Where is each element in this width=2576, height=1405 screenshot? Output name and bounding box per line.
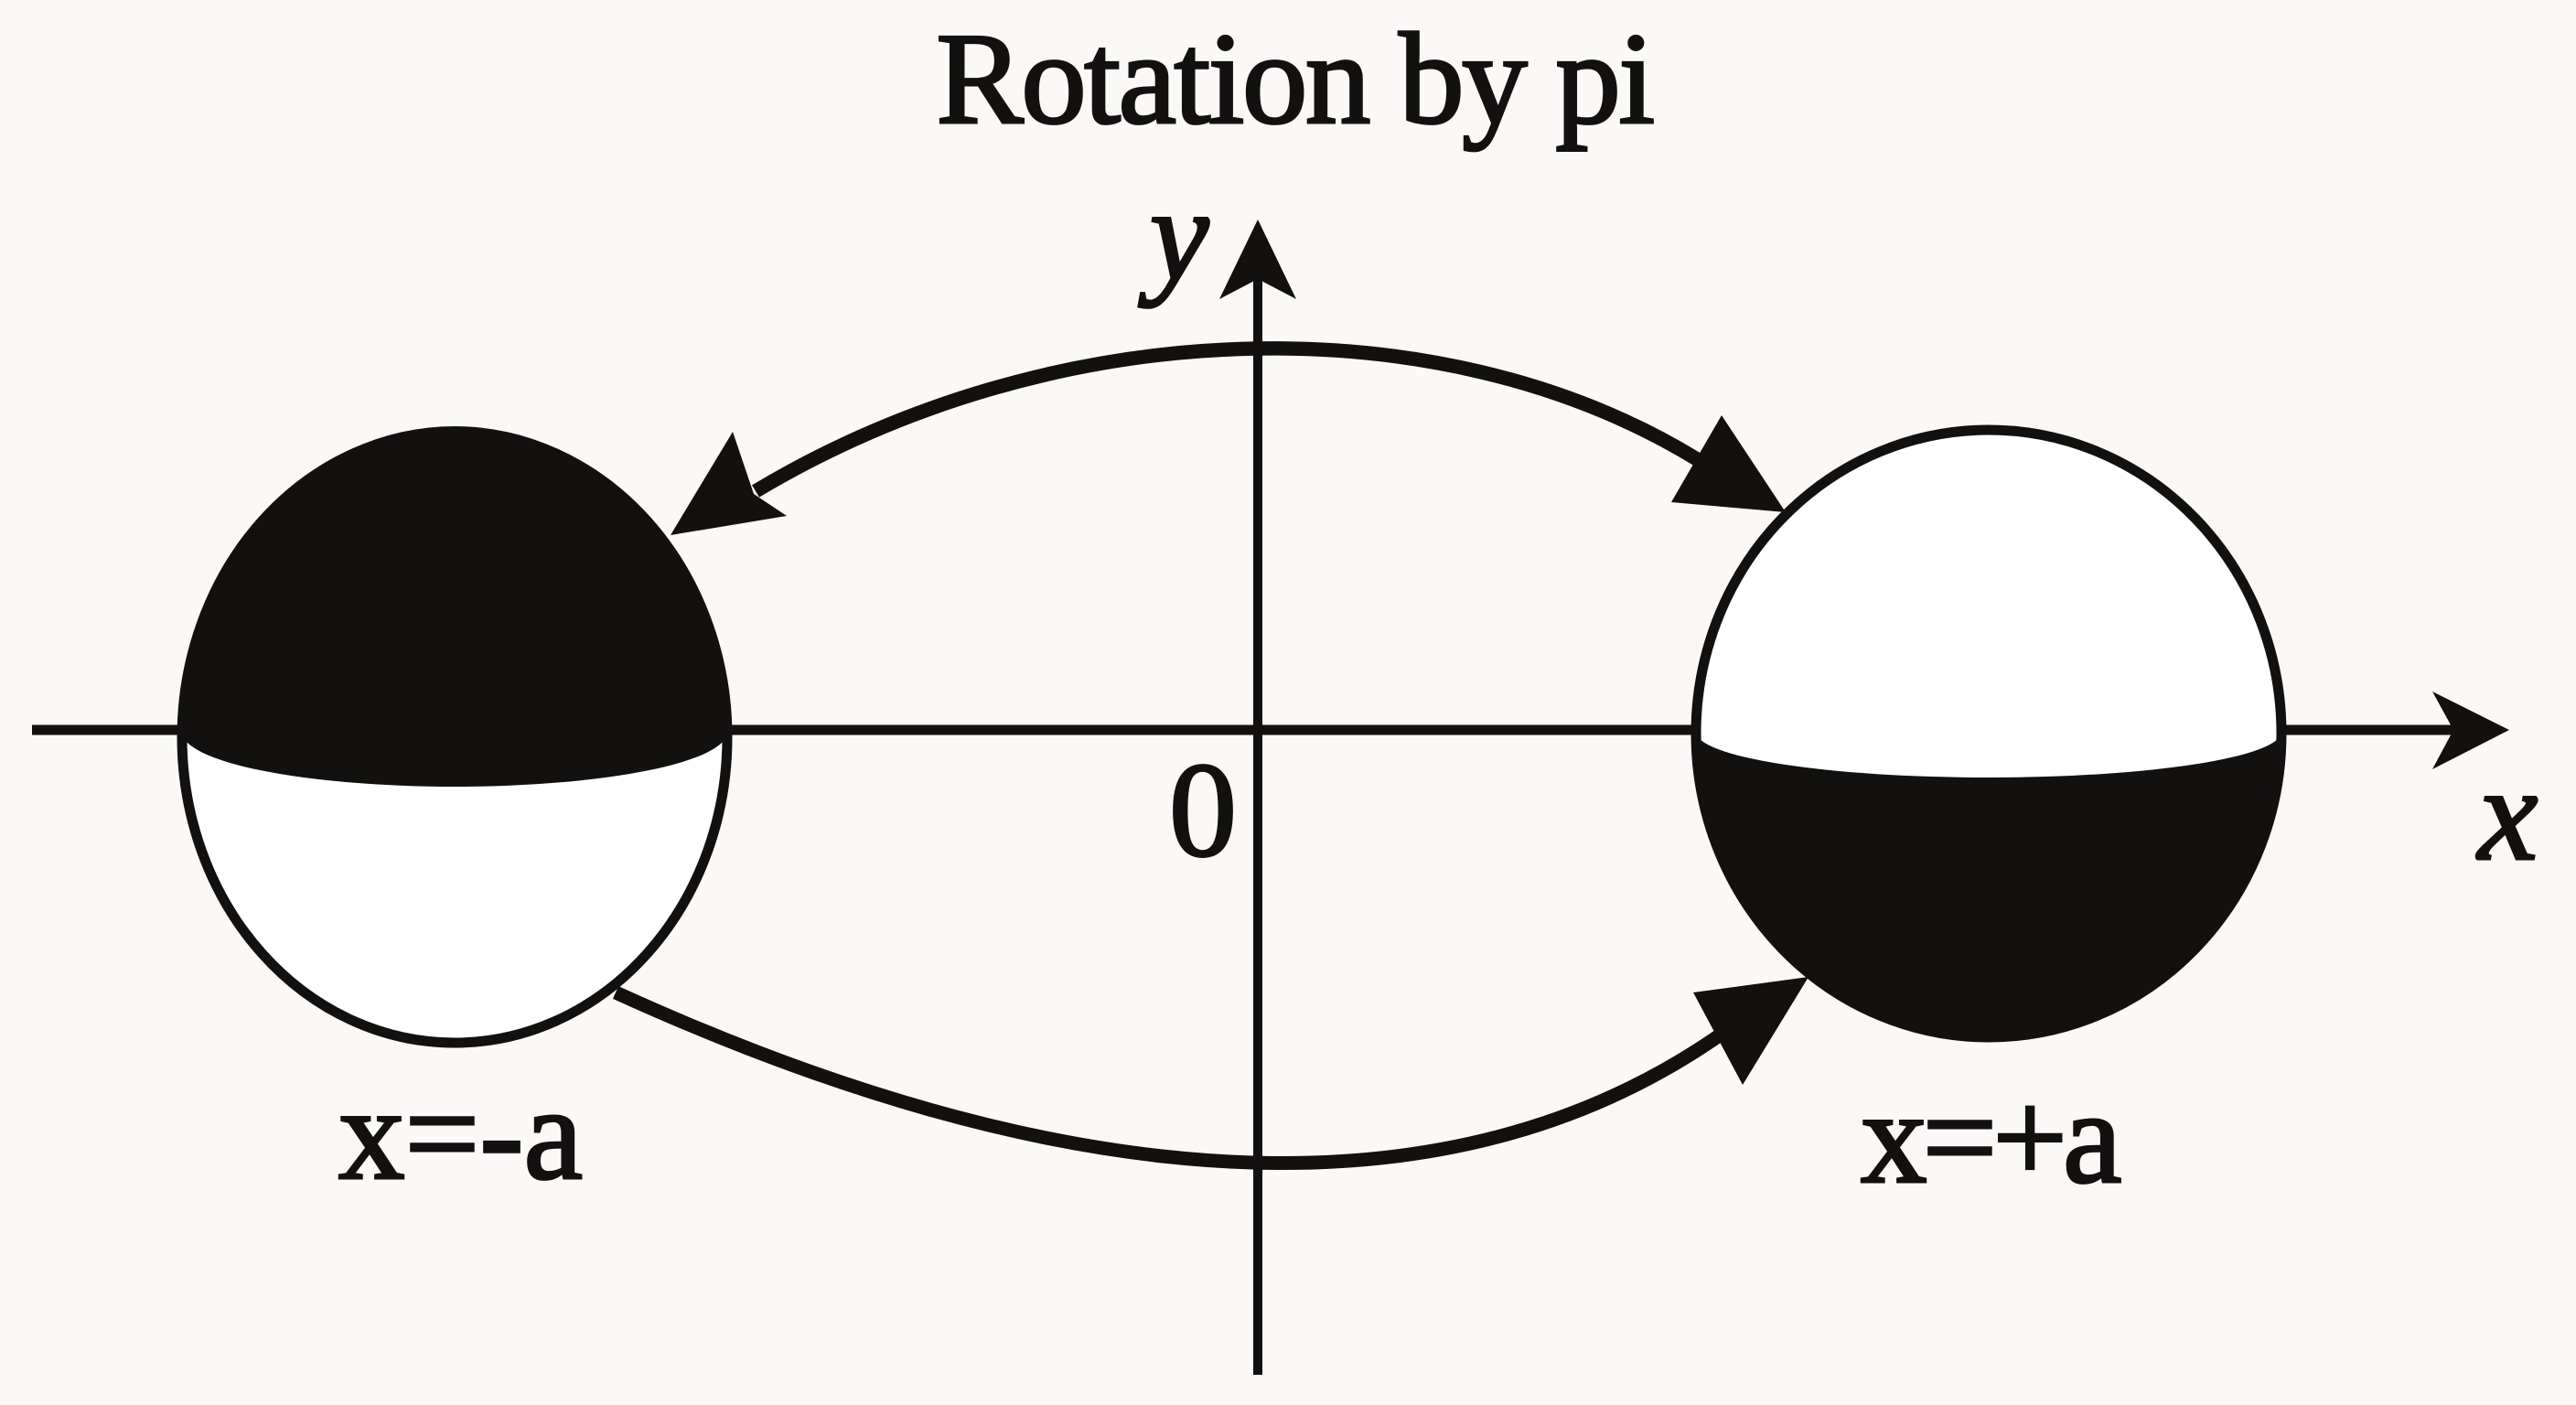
svg-text:x=-a: x=-a	[338, 1061, 583, 1207]
svg-text:y: y	[1138, 162, 1209, 308]
svg-text:0: 0	[1169, 735, 1237, 885]
svg-text:x=+a: x=+a	[1861, 1065, 2120, 1211]
svg-text:x: x	[2476, 739, 2538, 888]
svg-text:Rotation by pi: Rotation by pi	[936, 6, 1652, 151]
